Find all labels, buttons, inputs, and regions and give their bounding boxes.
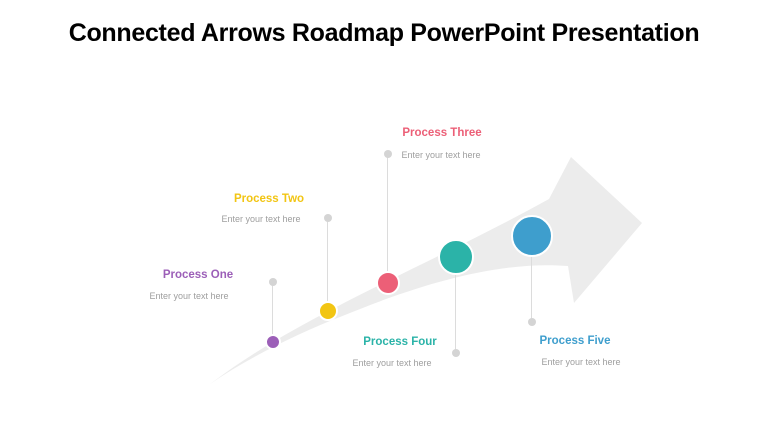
process-4-milestone-circle (438, 239, 474, 275)
process-4-connector-line (455, 257, 456, 353)
process-4-label[interactable]: Process Four (363, 336, 437, 348)
slide-title[interactable]: Connected Arrows Roadmap PowerPoint Pres… (68, 19, 700, 47)
process-1-label[interactable]: Process One (162, 269, 234, 281)
process-3-connector-line (387, 154, 388, 283)
process-5-milestone-circle (511, 215, 553, 257)
process-3-text-placeholder[interactable]: Enter your text here (401, 150, 481, 160)
process-3-label[interactable]: Process Three (402, 127, 482, 139)
process-4-text-placeholder[interactable]: Enter your text here (352, 358, 432, 368)
process-5-text-placeholder[interactable]: Enter your text here (541, 357, 621, 367)
process-5-connector-line (531, 236, 532, 322)
process-3-milestone-circle (376, 271, 400, 295)
process-5-label[interactable]: Process Five (539, 335, 611, 347)
process-2-connector-line (327, 218, 328, 311)
process-3-connector-dot (384, 150, 392, 158)
process-1-connector-line (272, 282, 273, 342)
process-4-connector-dot (452, 349, 460, 357)
process-2-text-placeholder[interactable]: Enter your text here (221, 214, 301, 224)
process-1-connector-dot (269, 278, 277, 286)
process-2-milestone-circle (318, 301, 338, 321)
process-1-milestone-circle (265, 334, 281, 350)
process-1-text-placeholder[interactable]: Enter your text here (149, 291, 229, 301)
arrow-swoosh-path (209, 157, 642, 385)
process-2-label[interactable]: Process Two (233, 193, 305, 205)
process-2-connector-dot (324, 214, 332, 222)
process-5-connector-dot (528, 318, 536, 326)
